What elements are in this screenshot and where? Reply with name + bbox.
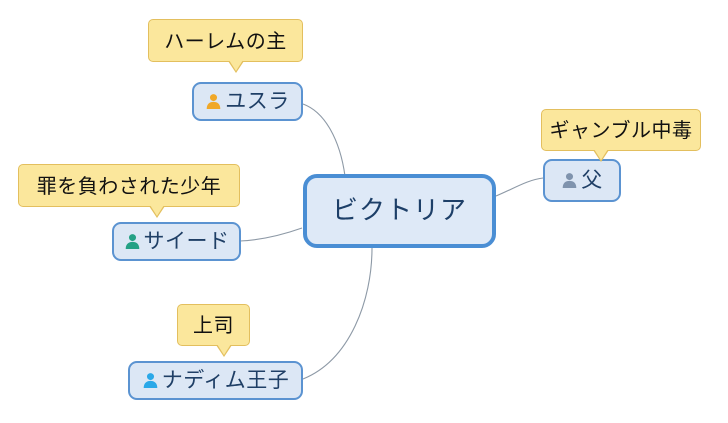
callout-tail-inner bbox=[229, 60, 243, 71]
callout-text-prince-nadim: 上司 bbox=[193, 313, 234, 337]
callout-saeed: 罪を負わされた少年 bbox=[18, 164, 240, 218]
callout-tail-inner bbox=[594, 149, 608, 160]
callout-yusura: ハーレムの主 bbox=[148, 19, 303, 73]
node-yusura[interactable]: ユスラ bbox=[192, 82, 303, 121]
callout-text-saeed: 罪を負わされた少年 bbox=[36, 173, 222, 198]
central-node[interactable]: ビクトリア bbox=[303, 174, 496, 248]
callout-father: ギャンブル中毒 bbox=[541, 109, 701, 162]
person-icon bbox=[143, 373, 158, 388]
connector-to-saeed bbox=[239, 227, 303, 242]
connector-to-father bbox=[495, 177, 544, 197]
node-label-saeed: サイード bbox=[143, 229, 230, 253]
node-father[interactable]: 父 bbox=[543, 159, 621, 202]
node-prince-nadim[interactable]: ナディム王子 bbox=[128, 361, 303, 400]
callout-tail-inner bbox=[217, 344, 231, 355]
node-label-father: 父 bbox=[581, 168, 603, 192]
central-node-label: ビクトリア bbox=[331, 196, 467, 226]
callout-tail-inner bbox=[150, 205, 164, 216]
person-icon bbox=[125, 234, 139, 249]
person-icon bbox=[206, 94, 221, 109]
connector-to-prince-nadim bbox=[302, 247, 373, 380]
node-label-yusura: ユスラ bbox=[225, 89, 290, 113]
node-saeed[interactable]: サイード bbox=[112, 222, 241, 261]
person-icon bbox=[562, 173, 577, 188]
node-label-prince-nadim: ナディム王子 bbox=[161, 368, 290, 392]
callout-text-yusura: ハーレムの主 bbox=[164, 28, 287, 53]
callout-text-father: ギャンブル中毒 bbox=[549, 118, 693, 142]
connector-to-yusura bbox=[302, 103, 346, 177]
callout-prince-nadim: 上司 bbox=[177, 304, 250, 357]
